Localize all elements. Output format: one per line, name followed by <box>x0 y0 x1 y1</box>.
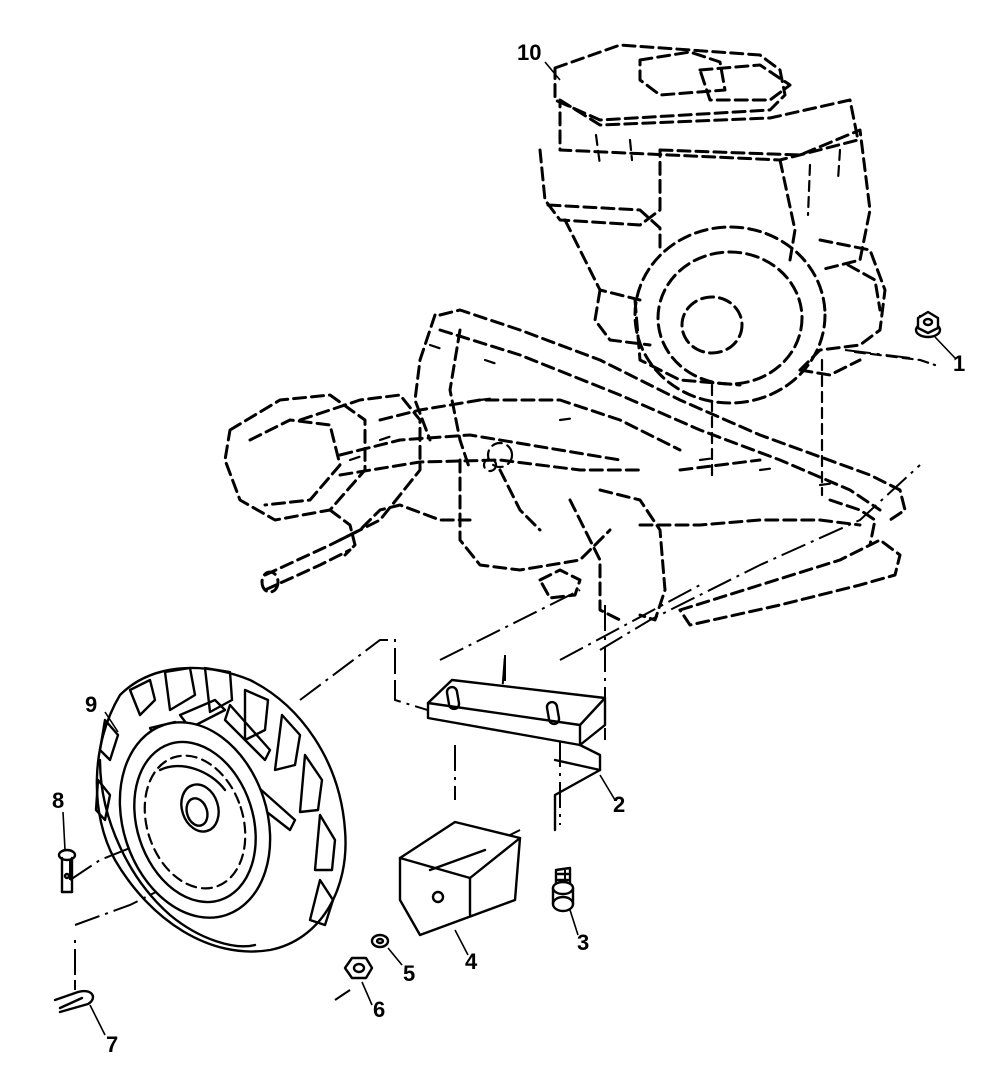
callout-1: 1 <box>953 351 965 376</box>
callout-6: 6 <box>373 997 385 1022</box>
tiller-frame-outline <box>223 308 907 627</box>
callout-3: 3 <box>577 930 589 955</box>
lock-washer <box>370 933 390 949</box>
callout-2: 2 <box>613 792 625 817</box>
callout-9: 9 <box>85 692 97 717</box>
engine-outline <box>538 43 937 497</box>
flange-nut <box>914 310 942 339</box>
callout-8: 8 <box>52 788 64 813</box>
callout-labels: 1 2 3 4 5 6 7 8 9 10 <box>52 40 965 1057</box>
wheel-tire <box>94 666 347 953</box>
bracket <box>426 678 607 832</box>
weight <box>398 820 522 937</box>
callout-10: 10 <box>517 40 541 65</box>
nut <box>343 956 374 980</box>
bolt <box>551 866 575 913</box>
callout-7: 7 <box>106 1032 118 1057</box>
callout-5: 5 <box>403 961 415 986</box>
clevis-pin <box>57 848 77 894</box>
leader-lines <box>62 61 956 1036</box>
hairpin-clip <box>53 989 95 1014</box>
callout-4: 4 <box>465 949 478 974</box>
